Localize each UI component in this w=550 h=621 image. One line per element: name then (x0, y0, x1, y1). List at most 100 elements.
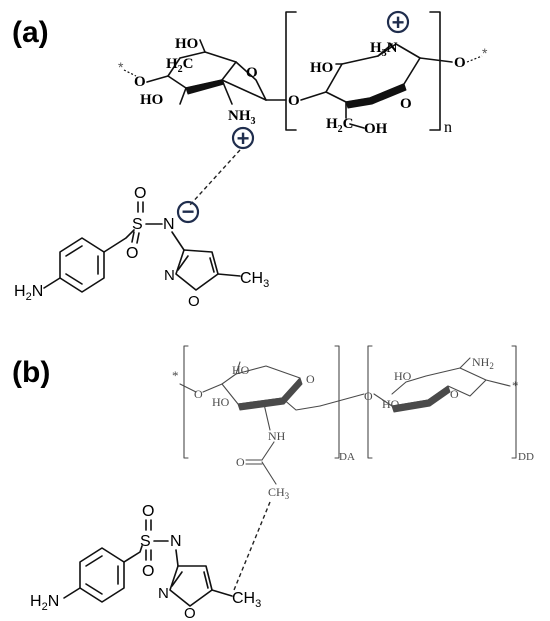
ring-1-o-bond (235, 61, 267, 101)
chain-o-left: O (134, 74, 146, 90)
sulfamethoxazole-a: H2N S O O N − N O CH3 (14, 185, 269, 310)
amide-c-o-double (245, 459, 263, 465)
isoxazole-ring-a (175, 249, 219, 291)
repeat-bracket-right (429, 11, 441, 131)
chitin-end-left: * (172, 368, 179, 383)
glycosidic-bond-center-right (300, 91, 327, 101)
n-isoxazole-bond-a (171, 231, 185, 251)
ho-right: HO (310, 60, 333, 76)
chitin-glycosidic-bond (319, 393, 365, 407)
positive-charge-1-sign: + (237, 126, 250, 151)
chain-o-right: O (454, 55, 466, 71)
benzene-ring-b-double (85, 555, 119, 595)
acetyl-ch3: CH3 (268, 485, 290, 501)
ring-2-wedge (345, 83, 407, 109)
methyl-b: CH3 (232, 590, 261, 610)
h2n-label-b: H2N (30, 593, 59, 613)
ho1-label: HO (232, 363, 250, 377)
glcnac-nh-bond (263, 403, 271, 431)
aryl-nh2-bond-a (43, 277, 61, 289)
nh2-label: NH2 (472, 355, 494, 371)
glcn-wedge (391, 385, 451, 413)
methyl-bond-b (211, 589, 233, 597)
isoxazole-o-a: O (188, 293, 200, 310)
sulfonyl-s-a: S (132, 216, 143, 233)
ring-1-o: O (246, 65, 258, 81)
isoxazole-double-a (177, 255, 215, 273)
positive-charge-1-circle (231, 126, 255, 150)
interaction-line-b (233, 501, 271, 591)
sulfonyl-o-top-b: O (142, 503, 154, 520)
ho2-label: HO (212, 395, 230, 409)
sulfonyl-s-b: S (140, 533, 151, 550)
nh3-label: NH3 (228, 108, 256, 127)
positive-charge-2: + (386, 10, 410, 35)
negative-charge: − (176, 199, 200, 224)
ho3-label: HO (394, 369, 412, 383)
glcn-c1-bond (485, 379, 511, 387)
methyl-bond-a (217, 273, 241, 277)
s-o-double-top-a (137, 201, 144, 213)
glcnac-wedge (237, 377, 303, 411)
glucosamine-ring-1: O (167, 39, 267, 105)
ring-1-ch2-bond (199, 39, 206, 53)
glucosamine-ring-2: O (325, 43, 453, 119)
ring-2-c1-bond (419, 57, 453, 63)
bracket-da-right (334, 345, 340, 459)
sulfonyl-o-top-a: O (134, 185, 146, 202)
ring-1-oh-bond (179, 87, 187, 105)
glcnac-c6-bond (235, 361, 241, 375)
ring-2-oh2-bond (349, 123, 365, 129)
aryl-s-bond-a (103, 229, 135, 253)
glcn-o: O (450, 387, 459, 401)
ring-1-c1 (221, 79, 267, 101)
chitosan-chain: * O O HO H2C HO NH3 + O n (118, 10, 488, 151)
negative-charge-sign: − (182, 199, 195, 224)
positive-charge-2-circle (386, 10, 410, 34)
h2c-label-2: H2C (326, 116, 354, 135)
glcnac-o: O (306, 372, 315, 386)
positive-charge-1: + (231, 126, 255, 151)
s-o-double-top-b (145, 519, 152, 531)
ho-top: HO (175, 36, 198, 52)
glcnac-c1-bond (281, 397, 321, 411)
n-isoxazole-bond-b (175, 549, 179, 567)
glycosidic-bond-left (146, 75, 169, 83)
sulfamethoxazole-b: H2N S O O N N O CH3 (30, 503, 261, 621)
chitin-end-right: * (512, 378, 519, 393)
amide-o: O (236, 455, 245, 469)
bracket-dd-right (511, 345, 517, 459)
isoxazole-n-b: N (158, 585, 169, 602)
sulfonyl-o-bottom-a: O (126, 245, 138, 262)
sulfonyl-o-bottom-b: O (142, 563, 154, 580)
benzene-ring-a-double (65, 245, 99, 285)
panel-a-label: (a) (12, 16, 49, 49)
chain-end-right: * (482, 45, 488, 61)
dd-label: DD (518, 451, 534, 463)
sulfonamide-n-a: N (163, 216, 175, 233)
isoxazole-ring-b (169, 565, 213, 607)
ring-1-wedge (185, 79, 225, 95)
negative-charge-circle (176, 200, 200, 224)
isoxazole-o-b: O (184, 605, 196, 621)
panel-b-label: (b) (12, 356, 50, 389)
isoxazole-double-b (171, 571, 209, 589)
h3n-label: H3N (370, 40, 398, 59)
chitin-o-left: O (194, 387, 203, 401)
chitin-chain: * DA O O HO HO NH O CH3 O DD O HO HO (172, 345, 534, 501)
bracket-da-left (183, 345, 189, 459)
glycosidic-o: O (288, 93, 300, 109)
chitin-left-bond (179, 383, 197, 393)
acetyl-ch3-bond (261, 461, 277, 485)
ring-2-nh3-bond (377, 43, 393, 57)
h2c-label: H2C (166, 56, 194, 75)
nh-label: NH (268, 429, 286, 443)
repeat-bracket-left (285, 11, 297, 131)
chitin-left-o-bond (202, 383, 223, 393)
ho-left: HO (140, 92, 163, 108)
ho4-label: HO (382, 397, 400, 411)
repeat-n: n (444, 119, 452, 136)
aryl-s-bond-b (123, 545, 143, 563)
